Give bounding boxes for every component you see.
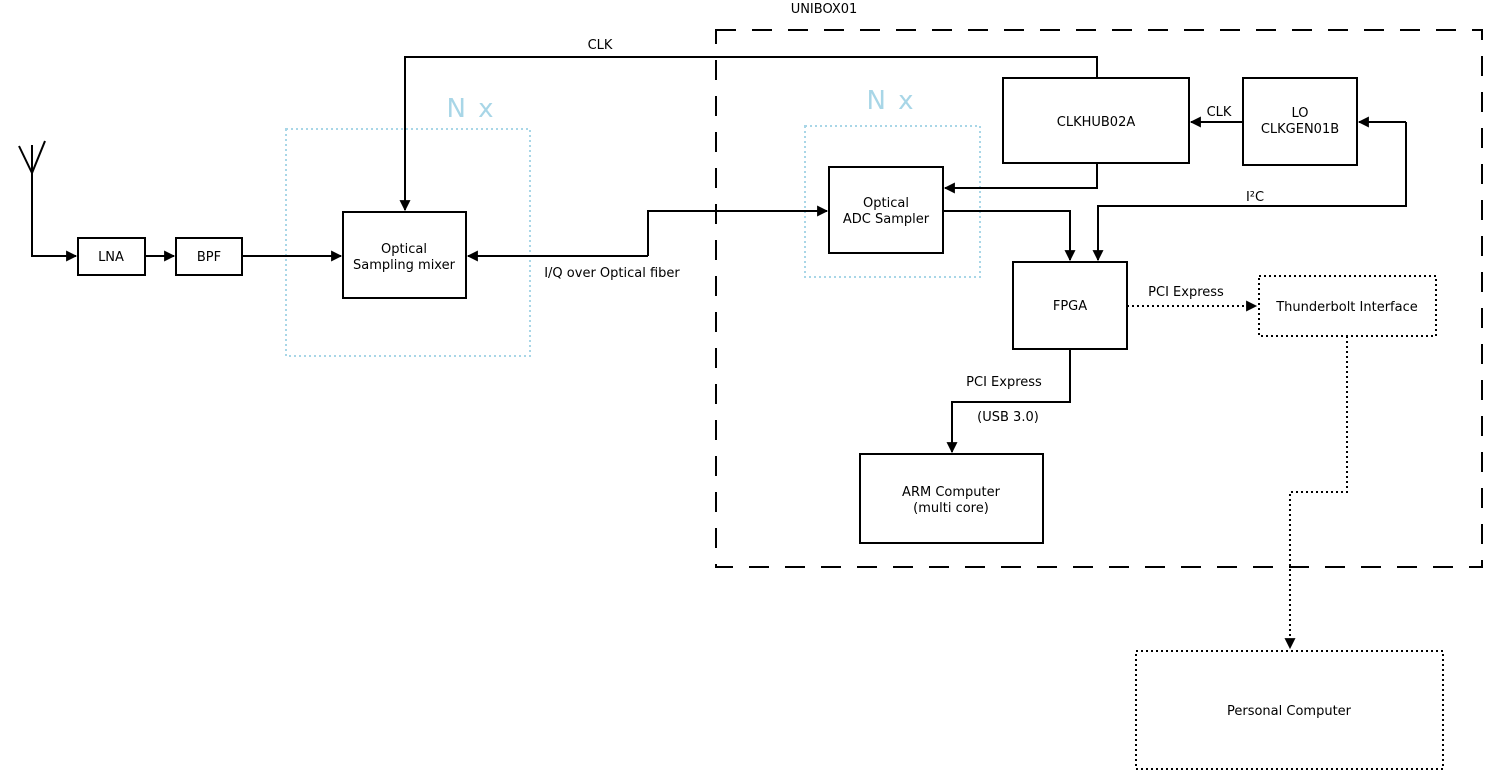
- mixer-label-line2: Sampling mixer: [353, 258, 456, 273]
- pc-label: Personal Computer: [1227, 704, 1352, 719]
- wire-fiber-to-adc: [647, 205, 829, 256]
- adc-multiplier-label: N x: [866, 86, 915, 116]
- fpga-label: FPGA: [1053, 299, 1087, 314]
- pci-express-arm-label: PCI Express: [966, 375, 1042, 390]
- arm-computer-block: ARM Computer (multi core): [859, 453, 1044, 544]
- adc-multiplier-group: [804, 125, 981, 278]
- bpf-block: BPF: [175, 237, 243, 276]
- mixer-multiplier-group: [285, 128, 531, 357]
- personal-computer-block: Personal Computer: [1135, 650, 1444, 770]
- fpga-block: FPGA: [1012, 261, 1128, 350]
- pci-express-thunderbolt-label: PCI Express: [1148, 285, 1224, 300]
- lo-label-line2: CLKGEN01B: [1261, 122, 1339, 137]
- adc-label-line1: Optical: [863, 196, 909, 211]
- optical-adc-sampler-block: Optical ADC Sampler: [828, 166, 944, 254]
- thunderbolt-interface-block: Thunderbolt Interface: [1258, 275, 1437, 337]
- wire-fpga-to-arm: [946, 349, 1071, 454]
- wire-i2c-to-fpga: [1092, 122, 1407, 262]
- wire-clkhub-to-adc: [943, 163, 1098, 194]
- clkhub-label: CLKHUB02A: [1057, 115, 1136, 130]
- thunderbolt-label: Thunderbolt Interface: [1275, 300, 1418, 315]
- clk-top-label: CLK: [588, 38, 613, 53]
- mixer-multiplier-label: N x: [446, 94, 495, 124]
- arm-label-line2: (multi core): [913, 501, 989, 516]
- wire-adc-to-fpga: [943, 210, 1076, 262]
- lo-label-line1: LO: [1291, 106, 1308, 121]
- clkhub-block: CLKHUB02A: [1002, 77, 1190, 164]
- iq-fiber-label: I/Q over Optical fiber: [544, 266, 680, 281]
- bpf-label: BPF: [197, 250, 221, 265]
- arm-label-line1: ARM Computer: [902, 485, 1001, 500]
- adc-label-line2: ADC Sampler: [843, 212, 930, 227]
- lna-block: LNA: [77, 237, 146, 276]
- i2c-label: I²C: [1246, 190, 1264, 205]
- lna-label: LNA: [98, 250, 124, 265]
- lo-clkgen-block: LO CLKGEN01B: [1242, 77, 1358, 166]
- antenna-icon: [18, 140, 46, 257]
- unibox01-label: UNIBOX01: [791, 2, 858, 17]
- optical-sampling-mixer-block: Optical Sampling mixer: [342, 211, 467, 299]
- mixer-label-line1: Optical: [381, 242, 427, 257]
- usb-label: (USB 3.0): [977, 410, 1039, 425]
- wire-thunderbolt-to-pc: [1284, 336, 1348, 650]
- clk-mid-label: CLK: [1207, 105, 1232, 120]
- wire-clk-to-mixer: [399, 56, 1098, 212]
